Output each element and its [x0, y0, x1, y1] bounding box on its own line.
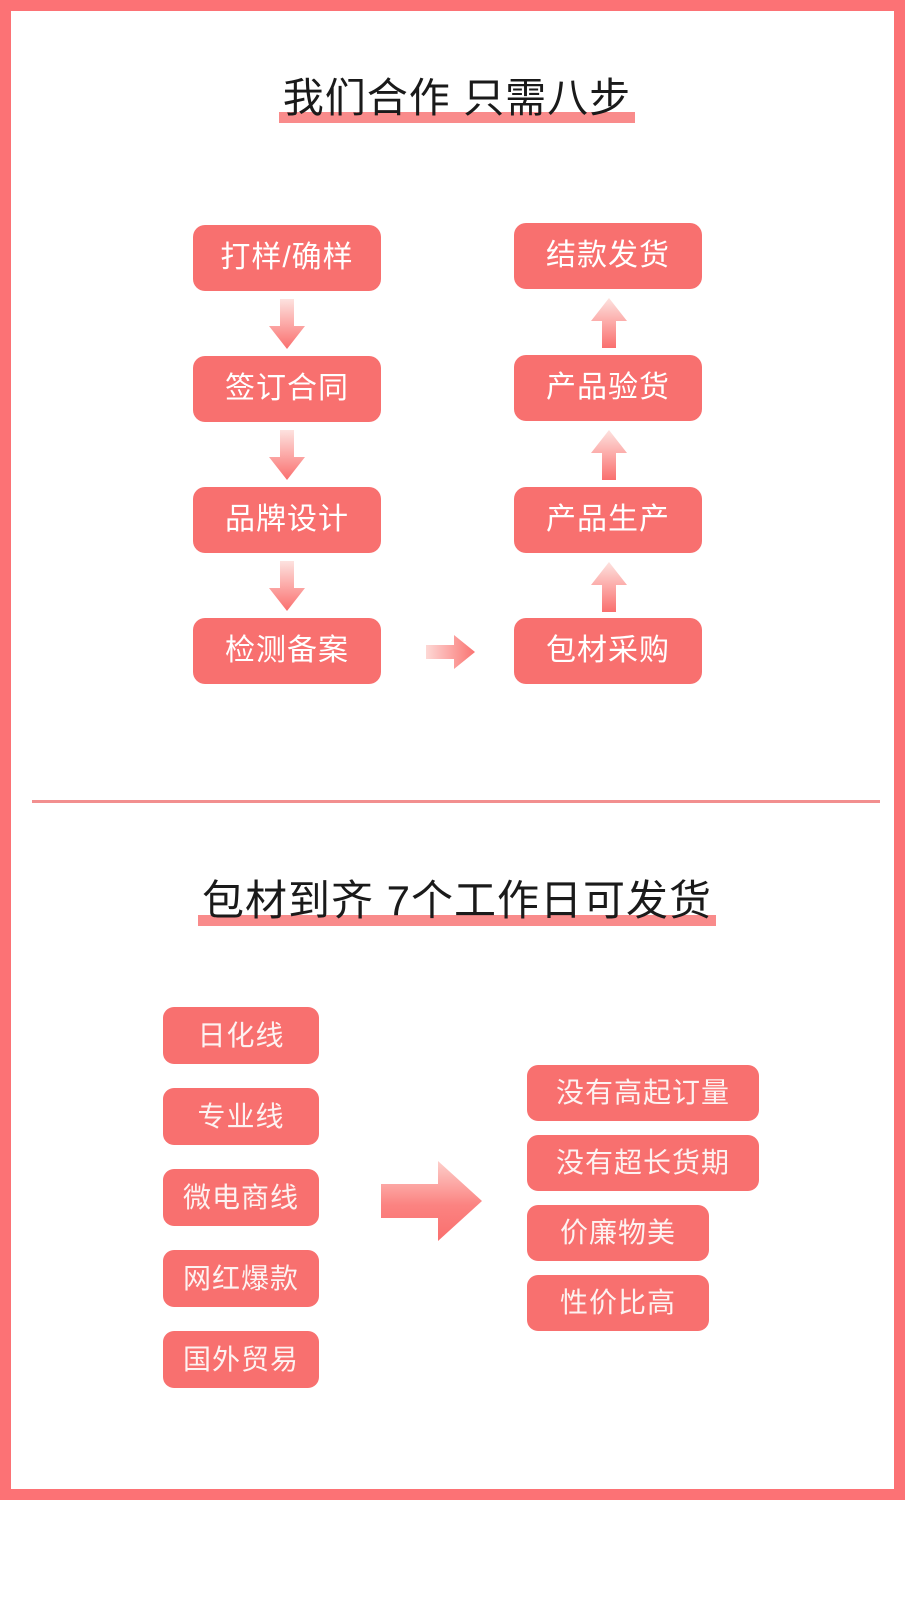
product-line-item-1[interactable]: 日化线	[163, 1007, 319, 1064]
flow-step-1[interactable]: 打样/确样	[193, 225, 381, 291]
flow-step-7-label: 产品验货	[546, 371, 670, 404]
product-line-label-2: 专业线	[197, 1100, 285, 1132]
product-line-label-3: 微电商线	[182, 1181, 299, 1213]
flow-step-5[interactable]: 包材采购	[514, 618, 702, 684]
arrow-up-icon-2	[590, 430, 628, 480]
flow-step-4-label: 检测备案	[225, 634, 349, 667]
flow-step-8-label: 结款发货	[546, 239, 670, 272]
benefit-label-1: 没有高起订量	[555, 1077, 730, 1108]
flow-step-7[interactable]: 产品验货	[514, 355, 702, 421]
flow-step-3-label: 品牌设计	[225, 503, 349, 536]
section-2-title: 包材到齐 7个工作日可发货	[197, 877, 717, 926]
flow-step-8[interactable]: 结款发货	[514, 223, 702, 289]
product-line-label-1: 日化线	[197, 1019, 285, 1051]
flow-step-6[interactable]: 产品生产	[514, 487, 702, 553]
benefit-item-4[interactable]: 性价比高	[527, 1275, 709, 1331]
section-2-title-wrap: 包材到齐 7个工作日可发货	[0, 877, 914, 926]
arrow-up-icon-1	[590, 298, 628, 348]
section-1-title-text: 我们合作 只需八步	[282, 75, 632, 121]
arrow-right-icon-bridge	[426, 634, 476, 670]
product-line-item-5[interactable]: 国外贸易	[163, 1331, 319, 1388]
arrow-up-icon-3	[590, 562, 628, 612]
benefit-item-2[interactable]: 没有超长货期	[527, 1135, 759, 1191]
benefit-label-2: 没有超长货期	[555, 1147, 730, 1178]
arrow-down-icon-2	[268, 430, 306, 480]
arrow-right-icon-big	[381, 1160, 483, 1242]
flow-step-1-label: 打样/确样	[220, 241, 354, 274]
arrow-down-icon-1	[268, 299, 306, 349]
benefit-label-3: 价廉物美	[559, 1217, 676, 1248]
flow-step-3[interactable]: 品牌设计	[193, 487, 381, 553]
title-highlight-bar	[278, 112, 636, 123]
flow-step-2[interactable]: 签订合同	[193, 356, 381, 422]
benefit-label-4: 性价比高	[559, 1287, 676, 1318]
page-frame-border	[0, 0, 905, 1500]
flow-step-4[interactable]: 检测备案	[193, 618, 381, 684]
title-highlight-bar-2	[197, 915, 717, 926]
section-1-title-wrap: 我们合作 只需八步	[0, 75, 914, 123]
flow-step-5-label: 包材采购	[546, 634, 670, 667]
flow-step-2-label: 签订合同	[225, 372, 349, 405]
flow-step-6-label: 产品生产	[546, 503, 670, 536]
section-2-title-text: 包材到齐 7个工作日可发货	[201, 877, 713, 924]
product-line-item-2[interactable]: 专业线	[163, 1088, 319, 1145]
benefit-item-3[interactable]: 价廉物美	[527, 1205, 709, 1261]
product-line-item-3[interactable]: 微电商线	[163, 1169, 319, 1226]
section-1-title: 我们合作 只需八步	[278, 75, 636, 123]
section-divider	[32, 800, 880, 803]
benefit-item-1[interactable]: 没有高起订量	[527, 1065, 759, 1121]
product-line-label-5: 国外贸易	[182, 1343, 299, 1375]
arrow-down-icon-3	[268, 561, 306, 611]
product-line-label-4: 网红爆款	[182, 1262, 299, 1294]
product-line-item-4[interactable]: 网红爆款	[163, 1250, 319, 1307]
